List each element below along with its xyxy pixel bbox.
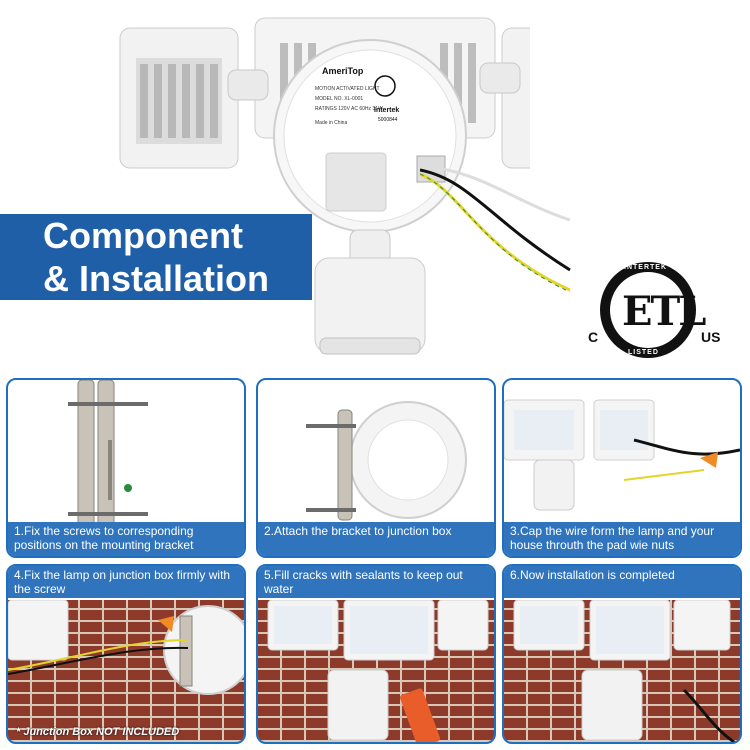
label-line: MOTION ACTIVATED LIGHT	[315, 86, 380, 92]
footnote: * Junction Box NOT INCLUDED	[16, 726, 180, 738]
etl-c-text: C	[588, 329, 599, 345]
right-light-head	[501, 27, 530, 169]
etl-logo-text: ETL	[622, 288, 706, 335]
step-panel-1: 1.Fix the screws to corresponding positi…	[6, 378, 246, 558]
sealant-illustration	[267, 600, 489, 742]
title-line-1: Component	[43, 215, 243, 256]
installed-lamp-illustration	[513, 600, 737, 742]
wire-nuts-illustration	[504, 399, 740, 511]
left-light-head	[119, 27, 239, 169]
etl-top-text: INTERTEK	[624, 264, 667, 271]
cert-number: 5000844	[378, 117, 398, 123]
etl-small-icon	[374, 75, 396, 97]
step-caption-3: 3.Cap the wire form the lamp and your ho…	[504, 522, 740, 556]
step-panel-2: 2.Attach the bracket to junction box	[256, 378, 496, 558]
title-line-2: & Installation	[43, 258, 270, 299]
step-caption-2: 2.Attach the bracket to junction box	[258, 522, 494, 556]
installation-steps-grid: 1.Fix the screws to corresponding positi…	[6, 378, 746, 746]
etl-certification-mark: INTERTEK ETL LISTED C US	[580, 262, 730, 372]
security-light-illustration: AmeriTop MOTION ACTIVATED LIGHT MODEL NO…	[119, 17, 530, 355]
junction-box-illustration	[306, 401, 467, 521]
page-title: Component & Installation	[43, 214, 269, 300]
etl-bottom-text: LISTED	[628, 349, 659, 356]
label-line: RATINGS 120V AC 60Hz 31W	[315, 106, 383, 112]
step-caption-6: 6.Now installation is completed	[504, 566, 740, 598]
step-panel-6: 6.Now installation is completed	[502, 564, 742, 744]
step-caption-5: 5.Fill cracks with sealants to keep out …	[258, 566, 494, 598]
step-caption-4: 4.Fix the lamp on junction box firmly wi…	[8, 566, 244, 598]
title-banner	[0, 214, 312, 300]
bracket-screws-illustration	[68, 380, 148, 531]
step-panel-4: 4.Fix the lamp on junction box firmly wi…	[6, 564, 246, 744]
label-line: MODEL NO. XL-0001	[315, 96, 363, 102]
product-hero: AmeriTop MOTION ACTIVATED LIGHT MODEL NO…	[0, 17, 730, 372]
cert-text: Intertek	[374, 107, 399, 114]
label-line: Made in China	[315, 120, 347, 126]
step-panel-5: 5.Fill cracks with sealants to keep out …	[256, 564, 496, 744]
etl-inner	[610, 272, 686, 348]
etl-us-text: US	[701, 329, 721, 345]
lamp-mounting-illustration	[8, 600, 244, 695]
brand-logo-text: AmeriTop	[322, 66, 364, 76]
wires-illustration	[420, 164, 571, 293]
step-caption-1: 1.Fix the screws to corresponding positi…	[8, 522, 244, 556]
step-panel-3: 3.Cap the wire form the lamp and your ho…	[502, 378, 742, 558]
